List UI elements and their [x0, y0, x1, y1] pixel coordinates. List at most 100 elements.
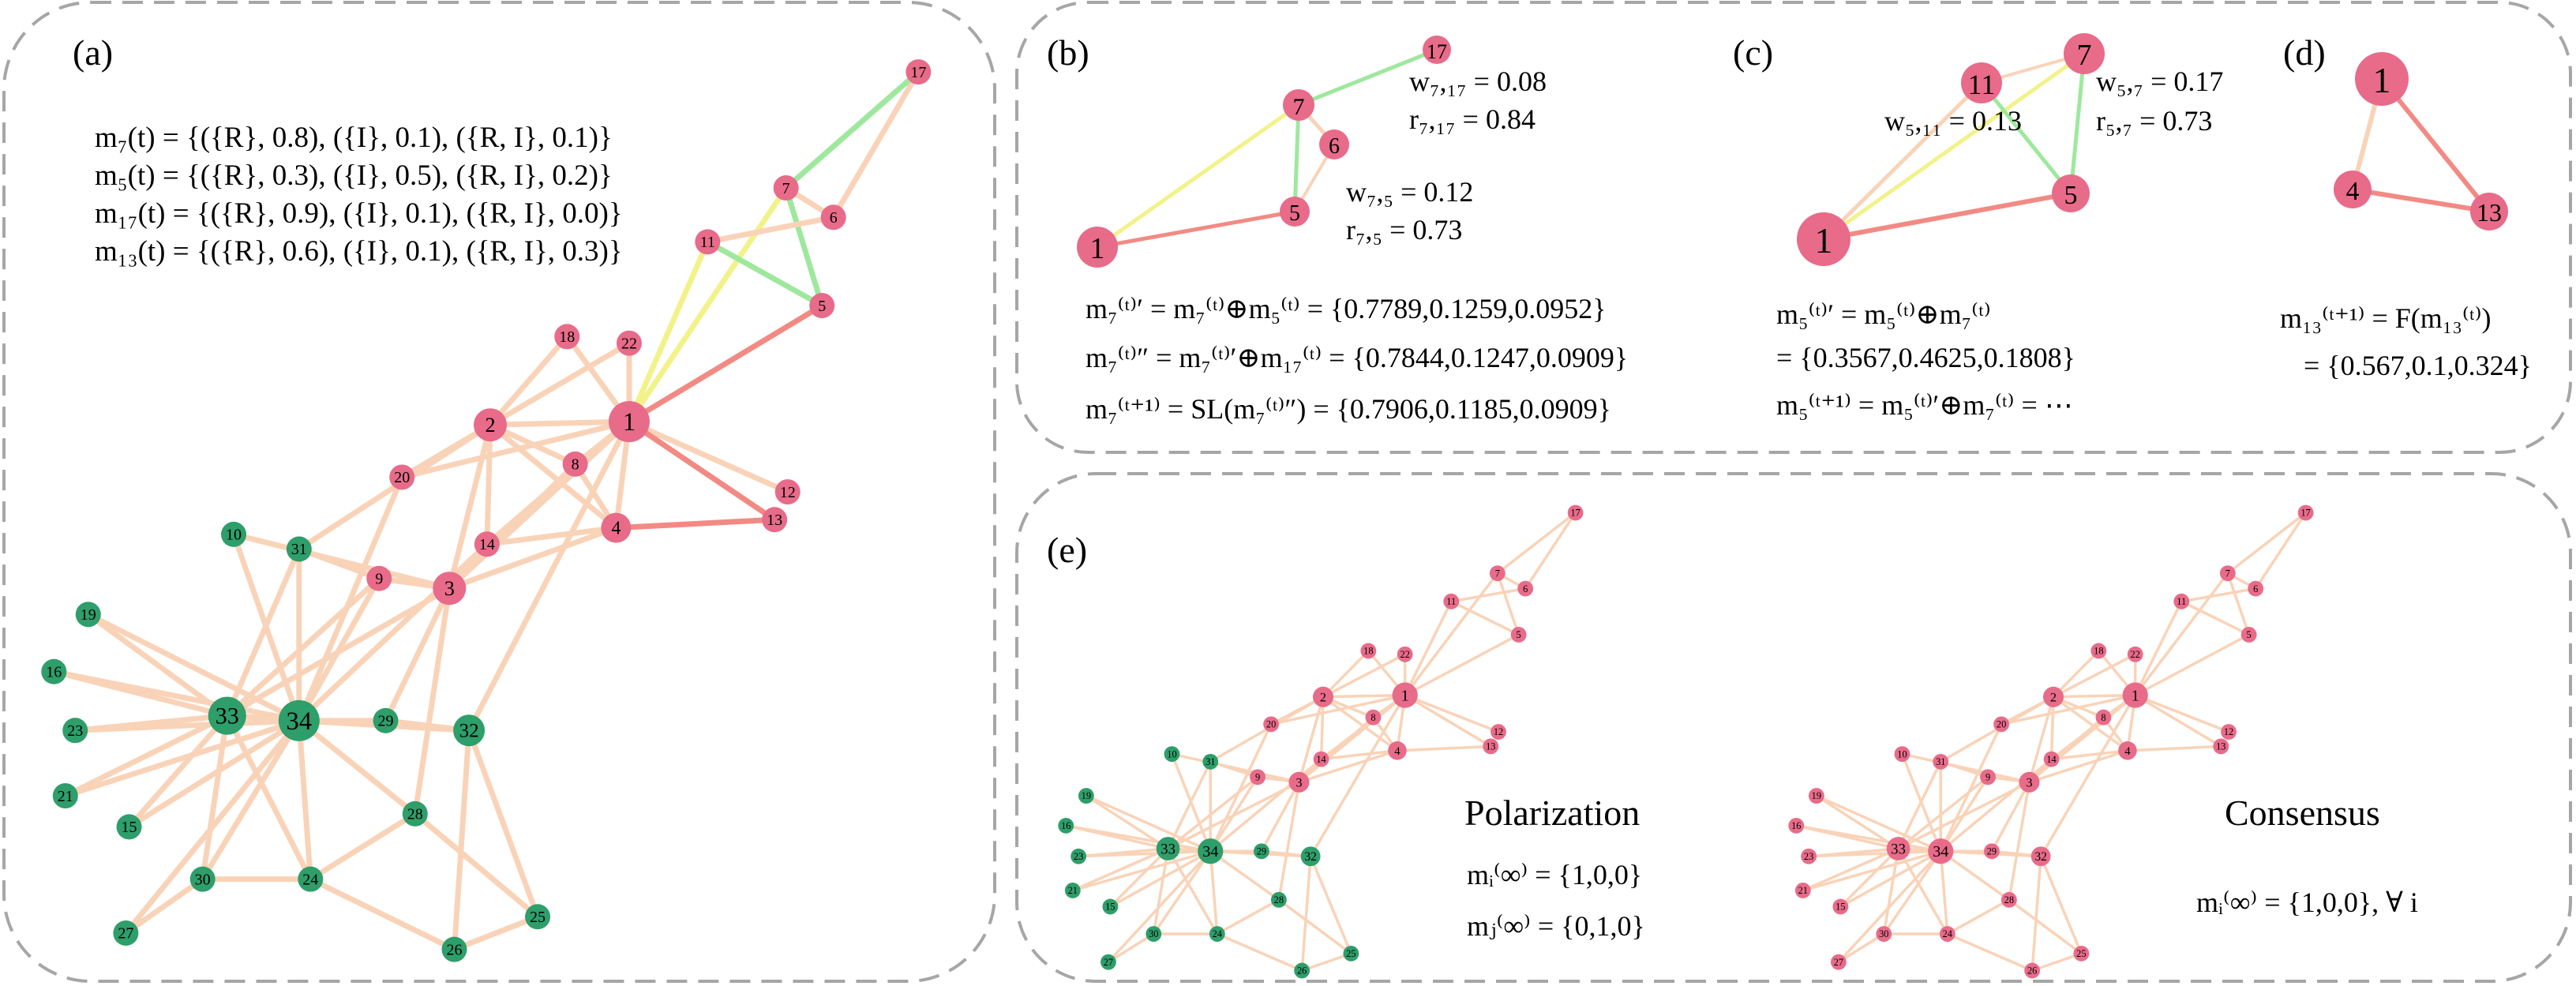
node-18: [2090, 643, 2107, 659]
edge-30-33: [200, 715, 231, 880]
mass-function-m7: m₇(t) = {({R}, 0.8), ({I}, 0.1), ({R, I}…: [95, 122, 613, 154]
node-1: [1392, 682, 1418, 708]
edge-2-22: [489, 340, 631, 428]
node-8-label: 8: [1370, 712, 1375, 723]
node-14-label: 14: [479, 536, 495, 553]
panel-d-eq1: m₁₃⁽ᵗ⁺¹⁾ = F(m₁₃⁽ᵗ⁾): [2280, 302, 2491, 334]
node-34: [1198, 838, 1224, 864]
polarization-title: Polarization: [1464, 793, 1640, 833]
node-31-label: 31: [291, 541, 307, 558]
node-29: [373, 707, 399, 733]
node-15-label: 15: [122, 819, 137, 836]
node-13: [2213, 738, 2229, 755]
node-4-label: 4: [611, 519, 621, 539]
node-17: [906, 59, 932, 85]
node-14-label: 14: [2046, 754, 2056, 765]
edge-2-4: [1322, 695, 1398, 752]
edge-19-34: [87, 612, 301, 723]
edge-24-28: [1946, 898, 2010, 935]
edge-3-4: [1298, 749, 1398, 784]
node-11: [695, 229, 721, 255]
node-7-label: 7: [2077, 39, 2092, 72]
edge-25-32: [2039, 856, 2083, 954]
edge-2-14: [1319, 696, 1325, 759]
panel-b-label: (b): [1047, 32, 1089, 73]
node-3: [1288, 771, 1310, 793]
node-29-label: 29: [378, 713, 394, 730]
edge-2-4: [2052, 695, 2128, 752]
edge-1-32: [1309, 694, 1407, 857]
edge-1-11: [626, 240, 711, 423]
node-25: [2073, 945, 2090, 962]
node-5-label: 5: [1289, 201, 1300, 226]
node-6: [1319, 129, 1349, 159]
panel-c-subgraph: 1 11 7 5: [1797, 33, 2105, 266]
node-12-label: 12: [2224, 726, 2233, 737]
node-1-label: 1: [1401, 687, 1409, 704]
edge-24-34: [1209, 851, 1219, 935]
edge-15-34: [1839, 849, 1942, 909]
edge-1-13: [2134, 694, 2222, 748]
node-25: [525, 904, 551, 930]
node-2-label: 2: [485, 414, 495, 437]
edge-15-33: [1839, 847, 1899, 908]
edge-1-20: [2000, 693, 2136, 726]
edge-21-33: [1802, 847, 1899, 892]
node-9: [366, 565, 392, 591]
node-25-label: 25: [2076, 948, 2086, 959]
node-20-label: 20: [1266, 719, 1276, 730]
node-31: [1202, 753, 1219, 770]
edge-19-34: [1816, 794, 1941, 853]
node-28-label: 28: [407, 806, 423, 823]
edge-2-3: [2027, 696, 2055, 783]
node-1: [1797, 212, 1850, 266]
panel-c-eq3: m₅⁽ᵗ⁺¹⁾ = m₅⁽ᵗ⁾′⊕m₇⁽ᵗ⁾ = ⋯: [1776, 389, 2073, 421]
edge-2-14: [2049, 696, 2055, 759]
node-34-label: 34: [287, 707, 313, 736]
edge-26-32: [1300, 856, 1312, 971]
node-7: [1283, 89, 1314, 121]
edge-4-13: [1397, 744, 1491, 752]
edge-24-28: [1216, 898, 1280, 935]
node-11-label: 11: [1446, 596, 1456, 607]
edge-30-34: [200, 719, 302, 881]
edge-3-29: [1990, 781, 2031, 853]
node-28-label: 28: [1274, 894, 1284, 905]
edge-2-18: [1322, 650, 1370, 699]
edge-20-34: [1939, 723, 2003, 853]
node-15: [116, 814, 142, 840]
node-15: [1832, 898, 1849, 915]
node-2-label: 2: [1320, 690, 1326, 704]
panel-c-eq2: = {0.3567,0.4625,0.1808}: [1776, 342, 2075, 373]
node-9: [1250, 769, 1266, 785]
node-19-label: 19: [1812, 790, 1821, 801]
node-32: [2030, 846, 2051, 867]
node-25: [1343, 945, 1359, 962]
edge-24-26: [1947, 932, 2033, 973]
node-20: [1263, 716, 1280, 733]
panel-d-eq2: = {0.567,0.1,0.324}: [2304, 350, 2532, 381]
node-34: [278, 699, 320, 741]
node-3: [433, 572, 467, 605]
node-17-label: 17: [2300, 508, 2310, 519]
network-graph-a: 1234567891011121314151617181920212223242…: [41, 59, 932, 962]
edge-9-34: [1939, 776, 1989, 853]
node-3-label: 3: [2026, 775, 2032, 789]
panel-b-eq3: m₇⁽ᵗ⁺¹⁾ = SL(m₇⁽ᵗ⁾″) = {0.7906,0.1185,0.…: [1086, 393, 1611, 425]
node-16: [1788, 817, 1805, 834]
node-15-label: 15: [1835, 902, 1845, 913]
edge-16-34: [1795, 824, 1941, 853]
edge-25-28: [413, 812, 540, 919]
node-34-label: 34: [1933, 843, 1948, 860]
edge-28-34: [1209, 849, 1280, 902]
node-6-label: 6: [2253, 583, 2258, 594]
edge-4-14: [486, 525, 617, 547]
node-13: [762, 507, 788, 533]
node-6: [2248, 580, 2264, 597]
node-5: [2240, 627, 2257, 643]
node-4-label: 4: [2346, 177, 2360, 206]
node-33-label: 33: [216, 703, 239, 729]
edge-24-26: [1217, 932, 1303, 973]
node-8: [2095, 709, 2112, 725]
panel-d-equations: m₁₃⁽ᵗ⁺¹⁾ = F(m₁₃⁽ᵗ⁾) = {0.567,0.1,0.324}: [2280, 302, 2532, 381]
